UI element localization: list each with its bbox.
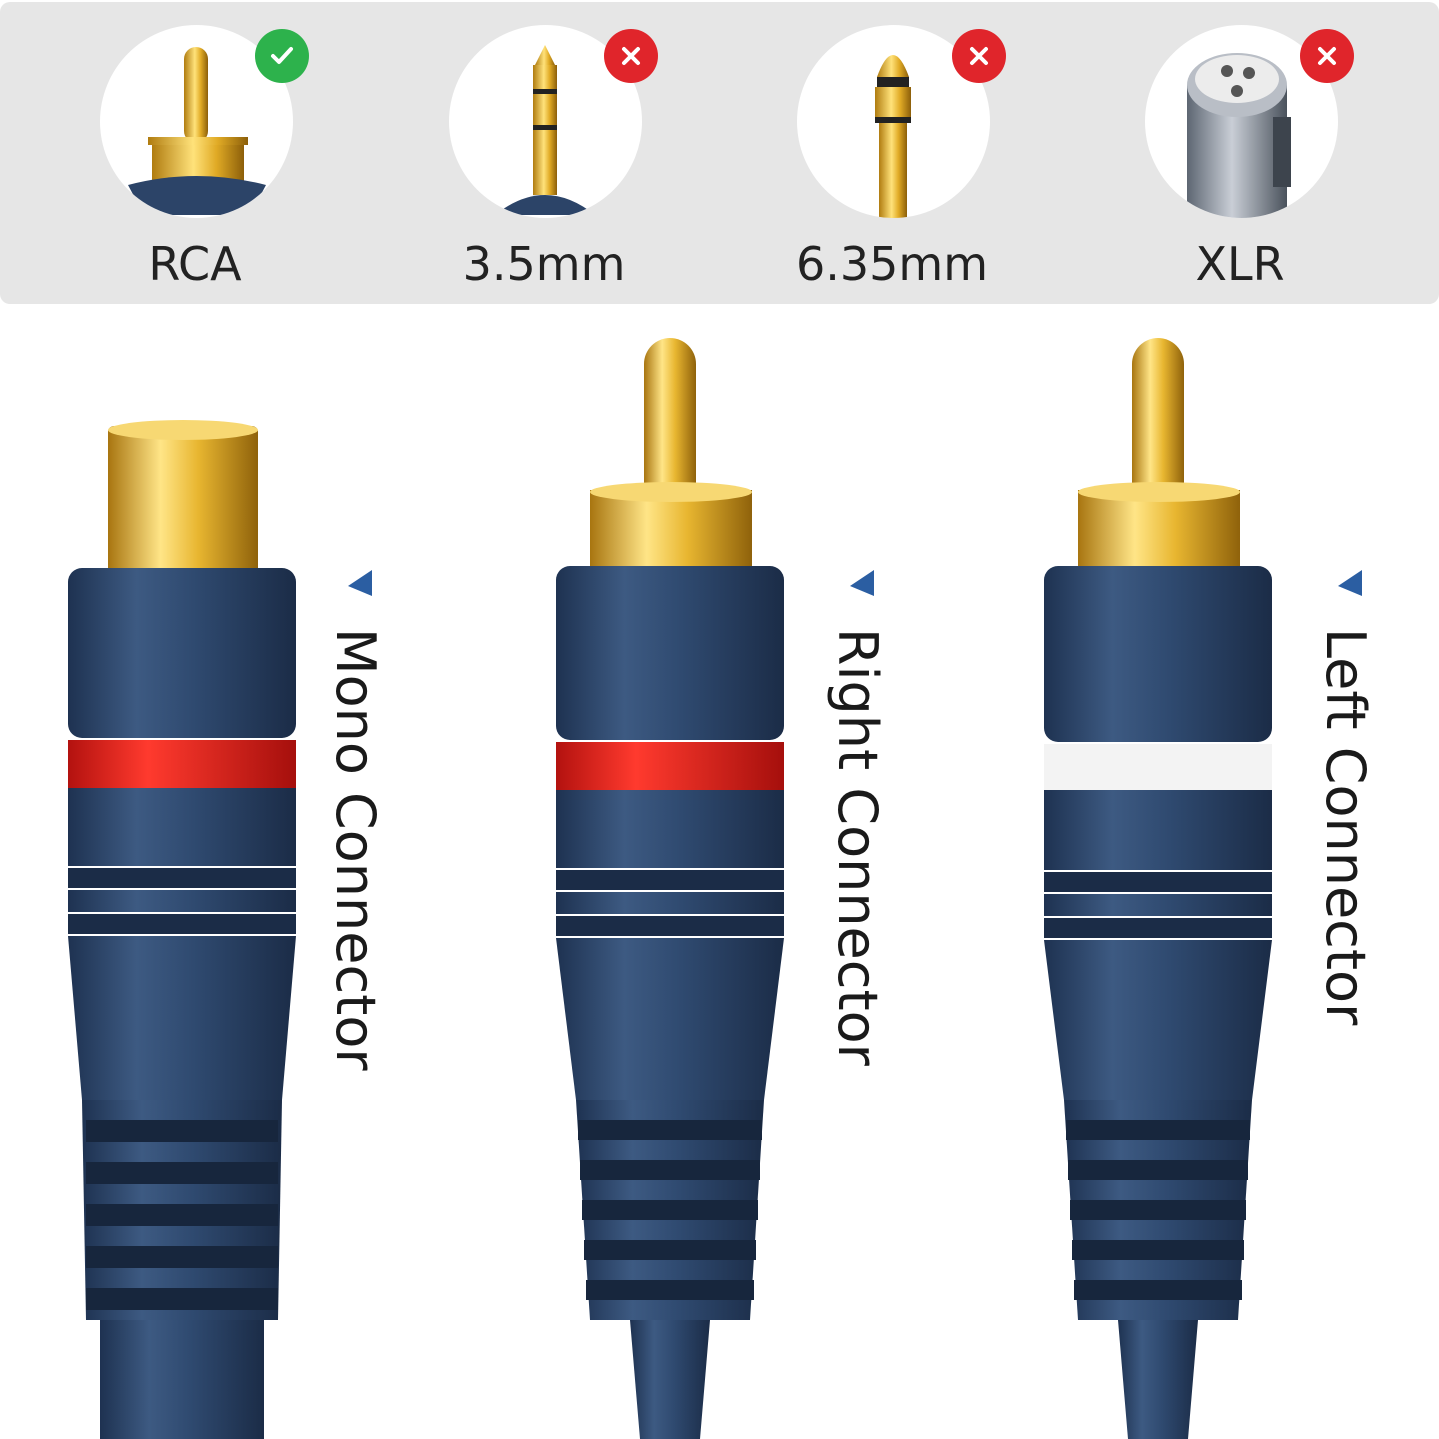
connector-label-text: Left Connector — [1314, 628, 1377, 1026]
compat-item-xlr: XLR — [1100, 2, 1380, 304]
compat-label: RCA — [148, 237, 242, 291]
triangle-marker-icon — [1338, 570, 1362, 596]
cross-icon — [952, 29, 1006, 83]
triangle-marker-icon — [850, 570, 874, 596]
right-connector-image — [550, 330, 795, 1439]
compatibility-panel: RCA 3.5mm — [0, 2, 1439, 304]
compat-label: 3.5mm — [462, 237, 626, 291]
compat-item-3-5mm: 3.5mm — [404, 2, 684, 304]
check-icon — [255, 29, 309, 83]
compat-label: XLR — [1195, 237, 1285, 291]
compat-label: 6.35mm — [795, 237, 989, 291]
triangle-marker-icon — [348, 570, 372, 596]
cross-icon — [1300, 29, 1354, 83]
mono-connector-image — [60, 330, 305, 1439]
connector-label-text: Right Connector — [826, 628, 889, 1066]
compat-item-rca: RCA — [55, 2, 335, 304]
connector-label-text: Mono Connector — [324, 628, 387, 1071]
left-connector-image — [1038, 330, 1283, 1439]
compat-item-6-35mm: 6.35mm — [752, 2, 1032, 304]
cross-icon — [604, 29, 658, 83]
